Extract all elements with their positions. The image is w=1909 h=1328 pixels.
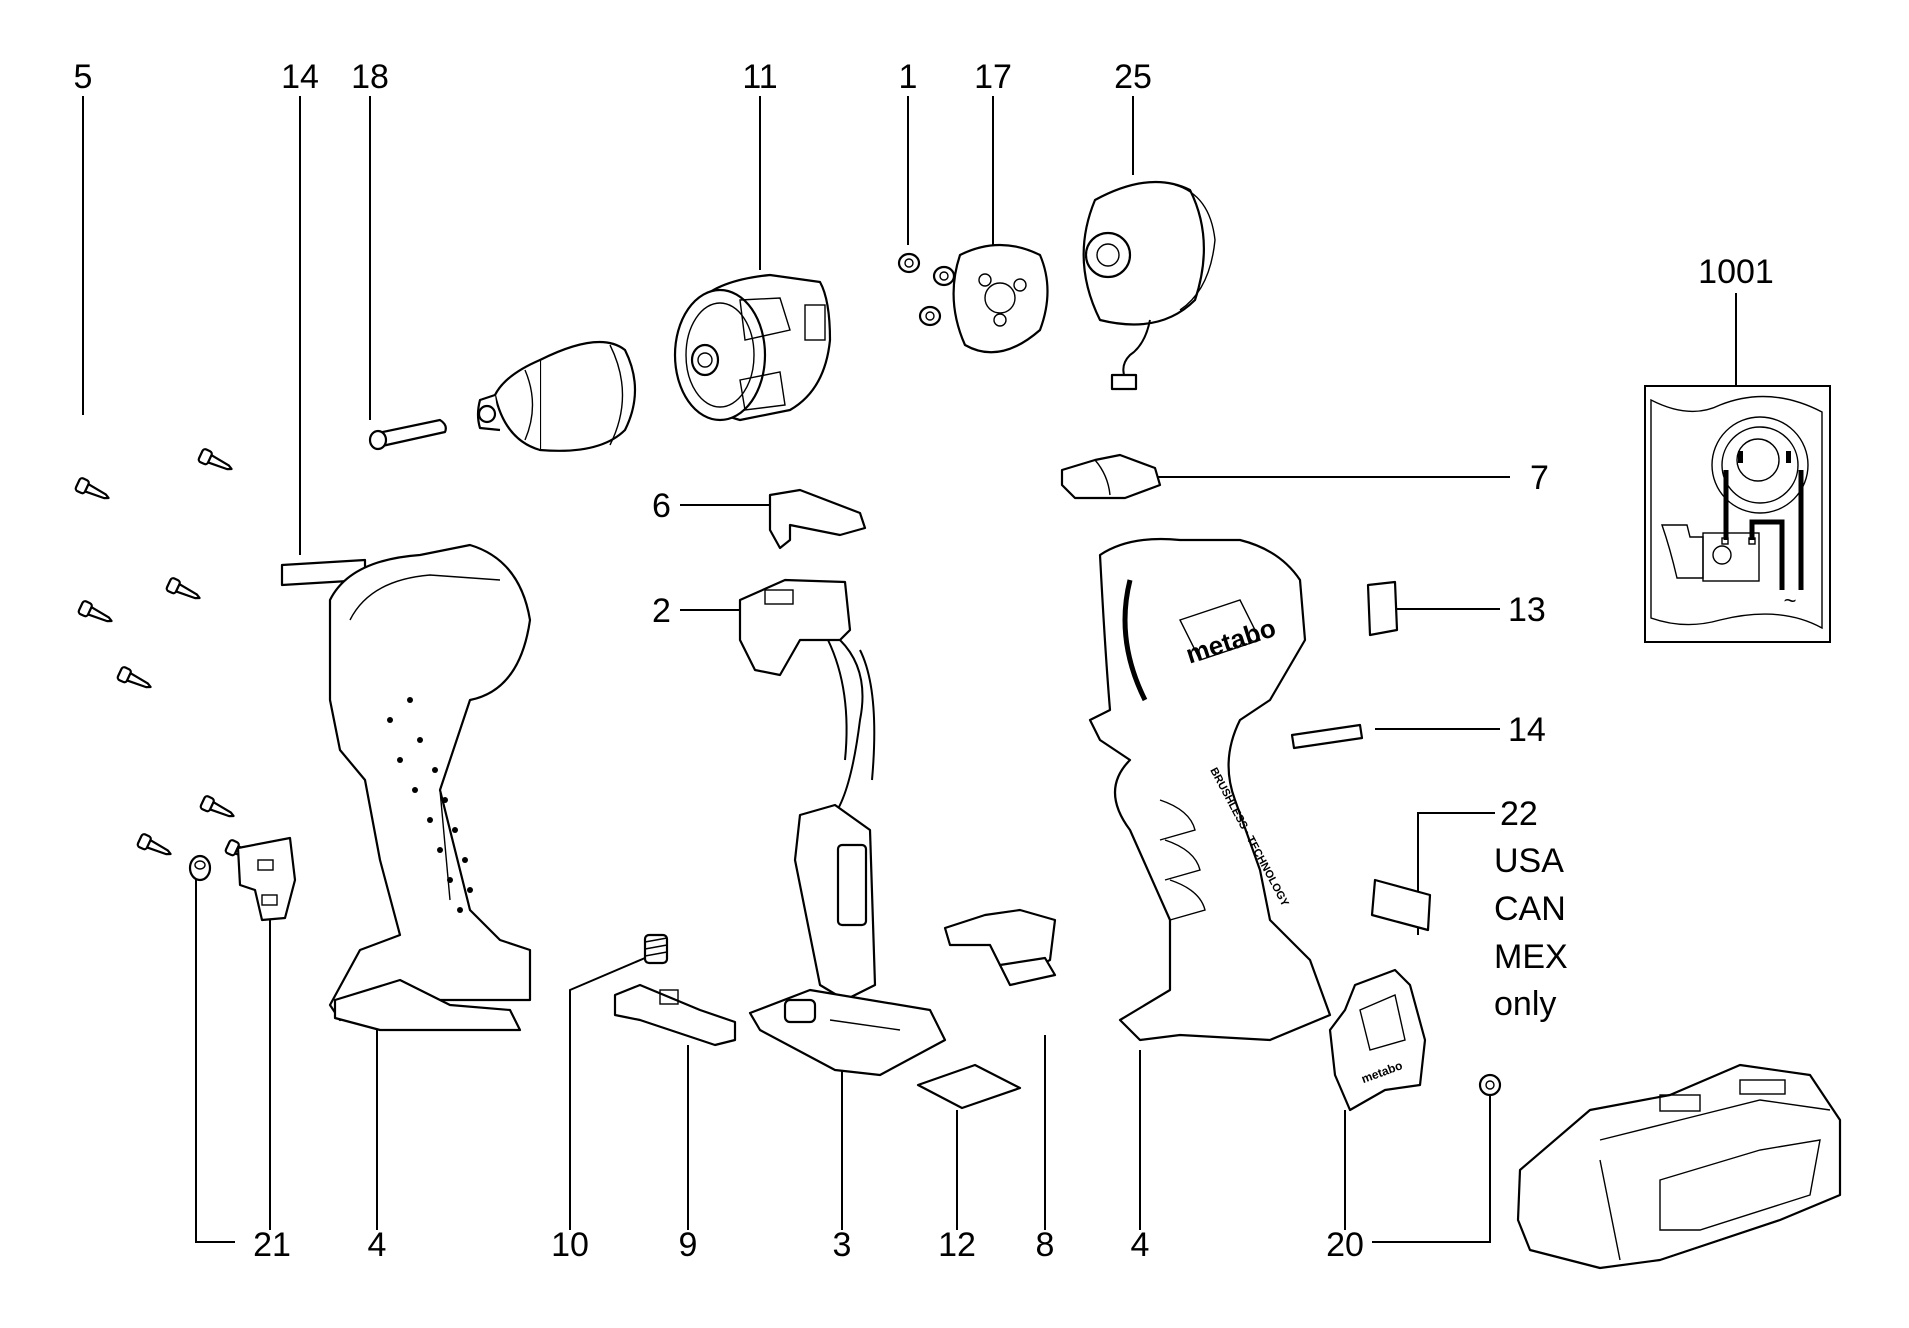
label-rating: [916, 1063, 1022, 1110]
note-mex: MEX: [1494, 938, 1568, 976]
callout-label: 21: [253, 1226, 291, 1264]
contact-holder: [943, 908, 1057, 987]
hook-screw-icon: [1478, 1073, 1502, 1097]
callout-11[interactable]: 11: [742, 58, 778, 270]
callout-4-right[interactable]: 4: [1131, 1050, 1150, 1264]
screw-icon: [136, 833, 172, 856]
screw-icon: [77, 600, 113, 623]
callout-14-left[interactable]: 14: [281, 58, 319, 555]
vent-dots: [387, 697, 473, 913]
callout-10[interactable]: 10: [551, 957, 646, 1264]
callout-5[interactable]: 5: [74, 58, 93, 415]
callout-8[interactable]: 8: [1036, 1035, 1055, 1264]
callout-label: 25: [1114, 58, 1152, 96]
callout-label: 4: [368, 1226, 387, 1264]
callout-label: 11: [742, 58, 777, 96]
callout-label: 7: [1530, 459, 1549, 497]
callout-3[interactable]: 3: [833, 1045, 852, 1264]
callout-label: 4: [1131, 1226, 1150, 1264]
callout-17[interactable]: 17: [974, 58, 1012, 250]
callout-14-right[interactable]: 14: [1375, 711, 1546, 749]
callout-label: 10: [551, 1226, 589, 1264]
leader-line: [569, 957, 646, 1230]
callout-12[interactable]: 12: [938, 1110, 976, 1264]
callout-label: 20: [1326, 1226, 1364, 1264]
label-usa: [1370, 878, 1432, 932]
screw-icon: [197, 448, 233, 471]
callout-21[interactable]: 21: [195, 862, 291, 1264]
callout-label: 6: [652, 487, 671, 525]
callout-label: 1: [899, 58, 918, 96]
callout-18[interactable]: 18: [351, 58, 389, 420]
wiring-diagram: ~: [1644, 385, 1831, 643]
callout-label: 18: [351, 58, 389, 96]
callout-22[interactable]: 22 USA CAN MEX only: [1417, 795, 1568, 1023]
screw-icon: [74, 477, 110, 500]
callout-label: 2: [652, 592, 671, 630]
leader-line: [195, 862, 235, 1243]
spring: [643, 933, 669, 965]
trigger-switch: [738, 578, 876, 821]
motor: [1082, 180, 1216, 391]
label-strip-right: [1290, 723, 1364, 750]
electronics-module: [748, 803, 947, 1077]
leader-line-2: [1372, 1092, 1491, 1243]
motor-plate: [952, 243, 1049, 354]
pin-18: [368, 418, 447, 451]
screw-set-left: [74, 448, 260, 882]
housing-right: metabo BRUSHLESS · TECHNOLOGY: [1088, 537, 1332, 1042]
callout-25[interactable]: 25: [1114, 58, 1152, 175]
callout-label: 14: [1508, 711, 1546, 749]
wiring-frame: [1644, 385, 1831, 643]
callout-20[interactable]: 20: [1326, 1092, 1491, 1264]
belt-hook: metabo: [1328, 968, 1427, 1112]
callout-7[interactable]: 7: [1155, 459, 1549, 497]
callout-label: 1001: [1698, 253, 1774, 291]
drill-chuck: [476, 340, 637, 452]
housing-left: [328, 543, 532, 1032]
callout-1[interactable]: 1: [899, 58, 918, 245]
gearbox: [673, 273, 832, 422]
callout-label: 9: [679, 1226, 698, 1264]
callout-label: 13: [1508, 591, 1546, 629]
callout-1001[interactable]: 1001: [1698, 253, 1774, 386]
callout-label: 5: [74, 58, 93, 96]
callout-label: 8: [1036, 1226, 1055, 1264]
belt-clip-bracket: [236, 836, 297, 922]
note-can: CAN: [1494, 890, 1566, 928]
note-only: only: [1494, 985, 1556, 1023]
screw-icon: [116, 666, 152, 689]
callout-6[interactable]: 6: [652, 487, 770, 525]
ac-symbol: ~: [1784, 588, 1797, 613]
callout-9[interactable]: 9: [679, 1045, 698, 1264]
callout-label: 12: [938, 1226, 976, 1264]
battery-latch: [613, 983, 737, 1047]
small-screws: [897, 252, 956, 327]
label-square: [1366, 580, 1399, 637]
callout-2[interactable]: 2: [652, 592, 740, 630]
callout-label: 22: [1500, 795, 1538, 833]
nut-icon: [188, 854, 212, 882]
callout-label: 3: [833, 1226, 852, 1264]
callout-label: 14: [281, 58, 319, 96]
switch-slider: [1060, 453, 1162, 500]
note-usa: USA: [1494, 842, 1564, 880]
screw-icon: [165, 577, 201, 600]
screw-icon: [199, 795, 235, 818]
callout-13[interactable]: 13: [1395, 591, 1546, 629]
direction-button: [768, 488, 867, 550]
battery-pack: [1516, 1063, 1842, 1270]
callout-4-left[interactable]: 4: [368, 1030, 387, 1264]
callout-label: 17: [974, 58, 1012, 96]
